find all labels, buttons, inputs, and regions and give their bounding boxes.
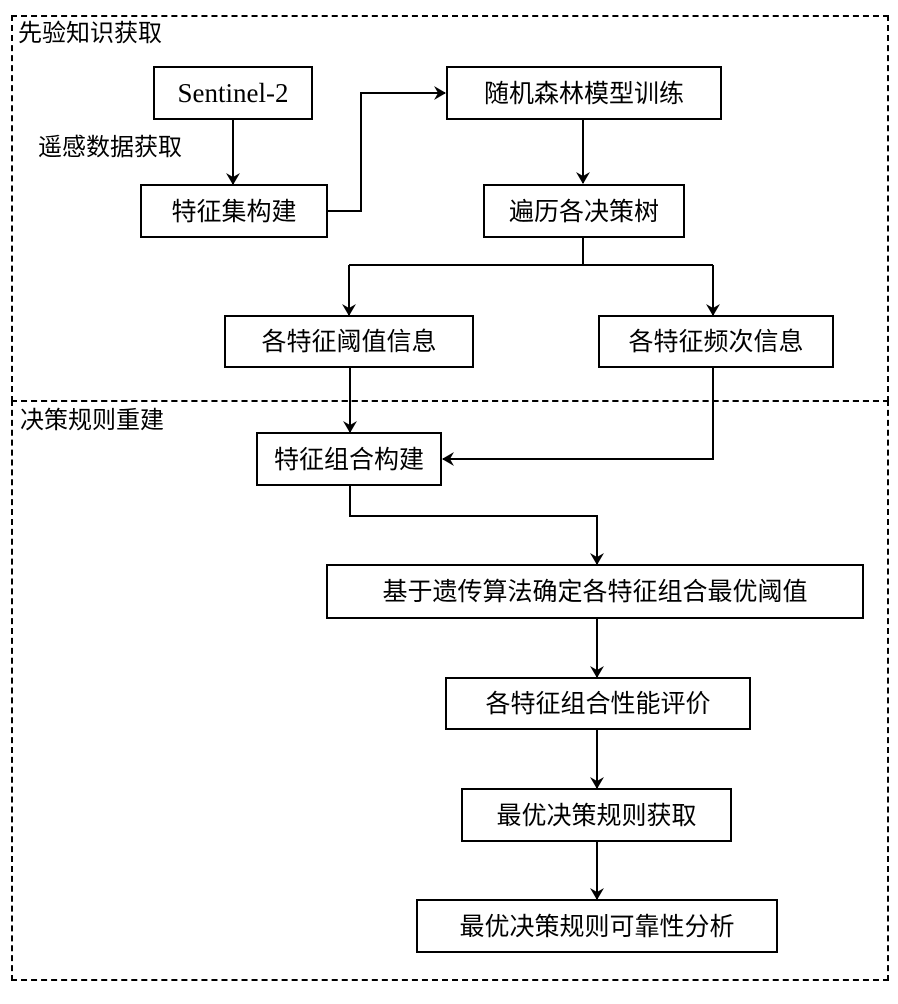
edge-feature-combo-to-ga-threshold: [349, 486, 604, 565]
node-random-forest-training: 随机森林模型训练: [446, 66, 722, 120]
node-feature-threshold-info: 各特征阈值信息: [224, 315, 474, 368]
region-label-prior-knowledge: 先验知识获取: [18, 19, 162, 47]
node-ga-optimal-threshold: 基于遗传算法确定各特征组合最优阈值: [326, 564, 864, 619]
node-optimal-rule-reliability-analysis: 最优决策规则可靠性分析: [416, 899, 778, 953]
edge-feature-set-to-rf-train: [327, 86, 446, 212]
edge-label-remote-sensing-acquisition: 遥感数据获取: [38, 133, 182, 161]
region-rule-rebuild: [11, 400, 889, 981]
node-feature-frequency-info: 各特征频次信息: [598, 315, 834, 368]
node-sentinel-2: Sentinel-2: [153, 66, 313, 120]
edge-frequency-info-to-feature-combo: [442, 367, 714, 466]
node-combination-performance-evaluation: 各特征组合性能评价: [445, 677, 751, 730]
node-traverse-decision-trees: 遍历各决策树: [483, 184, 685, 238]
node-feature-combination-construction: 特征组合构建: [256, 432, 442, 486]
edge-traverse-to-branch: [349, 237, 713, 266]
node-optimal-rule-acquisition: 最优决策规则获取: [461, 788, 732, 842]
node-feature-set-construction: 特征集构建: [140, 184, 328, 238]
region-label-rule-rebuild: 决策规则重建: [20, 406, 164, 434]
